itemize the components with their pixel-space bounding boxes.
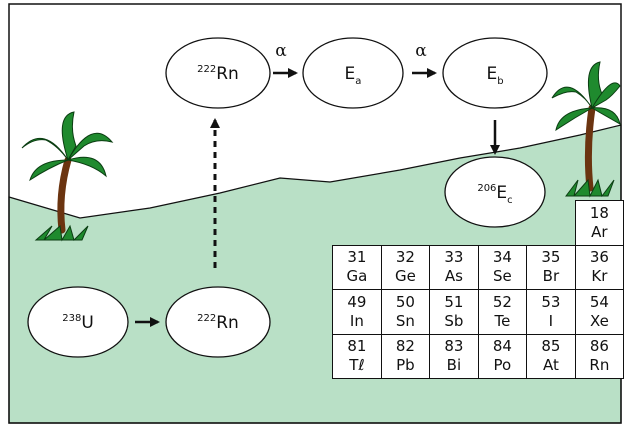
node-u238-base: U xyxy=(81,313,93,333)
element-symbol: Sn xyxy=(395,311,415,330)
node-eb-sub: b xyxy=(497,76,503,87)
atomic-number: 84 xyxy=(492,337,512,356)
element-symbol: Br xyxy=(542,267,560,286)
element-symbol: As xyxy=(444,267,463,286)
node-ea: Ea xyxy=(302,37,404,109)
node-ec-base: E xyxy=(496,183,507,203)
atomic-number: 32 xyxy=(395,248,415,267)
element-symbol: Ge xyxy=(394,267,416,286)
node-rn222-bottom: 222Rn xyxy=(165,286,271,358)
alpha-label-1: α xyxy=(275,41,287,61)
element-symbol: Rn xyxy=(589,356,610,375)
element-symbol: Ar xyxy=(591,222,608,241)
node-rn222-top-sup: 222 xyxy=(197,64,216,75)
node-ec: 206Ec xyxy=(444,156,546,228)
atomic-number: 54 xyxy=(589,292,609,311)
element-symbol: Tℓ xyxy=(349,356,365,375)
atomic-number: 34 xyxy=(492,248,512,267)
atomic-number: 36 xyxy=(589,248,609,267)
atomic-number: 33 xyxy=(444,248,464,267)
atomic-number: 85 xyxy=(541,337,561,356)
atomic-number: 86 xyxy=(589,337,609,356)
element-symbol: At xyxy=(542,356,559,375)
node-rn222-bottom-base: Rn xyxy=(216,313,239,333)
element-symbol: Po xyxy=(493,356,512,375)
element-symbol: Se xyxy=(493,267,512,286)
node-rn222-top: 222Rn xyxy=(165,37,271,109)
palm-tree-left-icon xyxy=(21,111,114,242)
node-rn222-bottom-sup: 222 xyxy=(197,313,216,324)
element-symbol: Bi xyxy=(446,356,462,375)
element-symbol: Xe xyxy=(589,311,609,330)
atomic-number: 51 xyxy=(444,292,464,311)
atomic-number: 49 xyxy=(347,292,367,311)
node-ec-sub: c xyxy=(507,195,513,206)
svg-text:222Rn: 222Rn xyxy=(197,64,239,84)
svg-text:Ea: Ea xyxy=(345,64,362,87)
atomic-number: 31 xyxy=(347,248,367,267)
element-symbol: Ga xyxy=(346,267,368,286)
node-eb: Eb xyxy=(442,37,548,109)
palm-tree-right-icon xyxy=(551,61,621,198)
atomic-number: 53 xyxy=(541,292,561,311)
node-ea-sub: a xyxy=(355,76,361,87)
node-rn222-top-base: Rn xyxy=(216,64,239,84)
svg-text:222Rn: 222Rn xyxy=(197,313,239,333)
element-symbol: I xyxy=(548,311,554,330)
node-u238-sup: 238 xyxy=(62,313,81,324)
atomic-number: 83 xyxy=(444,337,464,356)
atomic-number: 35 xyxy=(541,248,561,267)
node-ec-sup: 206 xyxy=(477,183,496,194)
element-symbol: In xyxy=(349,311,364,330)
atomic-number: 82 xyxy=(395,337,415,356)
svg-text:206Ec: 206Ec xyxy=(477,183,512,206)
element-symbol: Sb xyxy=(444,311,464,330)
node-ea-base: E xyxy=(345,64,356,84)
alpha-label-2: α xyxy=(415,41,427,61)
atomic-number: 18 xyxy=(589,203,609,222)
element-symbol: Pb xyxy=(396,356,415,375)
atomic-number: 50 xyxy=(395,292,415,311)
element-symbol: Kr xyxy=(591,267,608,286)
element-symbol: Te xyxy=(494,311,511,330)
svg-text:Eb: Eb xyxy=(486,64,503,87)
atomic-number: 81 xyxy=(347,337,367,356)
svg-text:238U: 238U xyxy=(62,313,94,333)
node-u238: 238U xyxy=(27,286,129,358)
atomic-number: 52 xyxy=(492,292,512,311)
node-eb-base: E xyxy=(486,64,497,84)
